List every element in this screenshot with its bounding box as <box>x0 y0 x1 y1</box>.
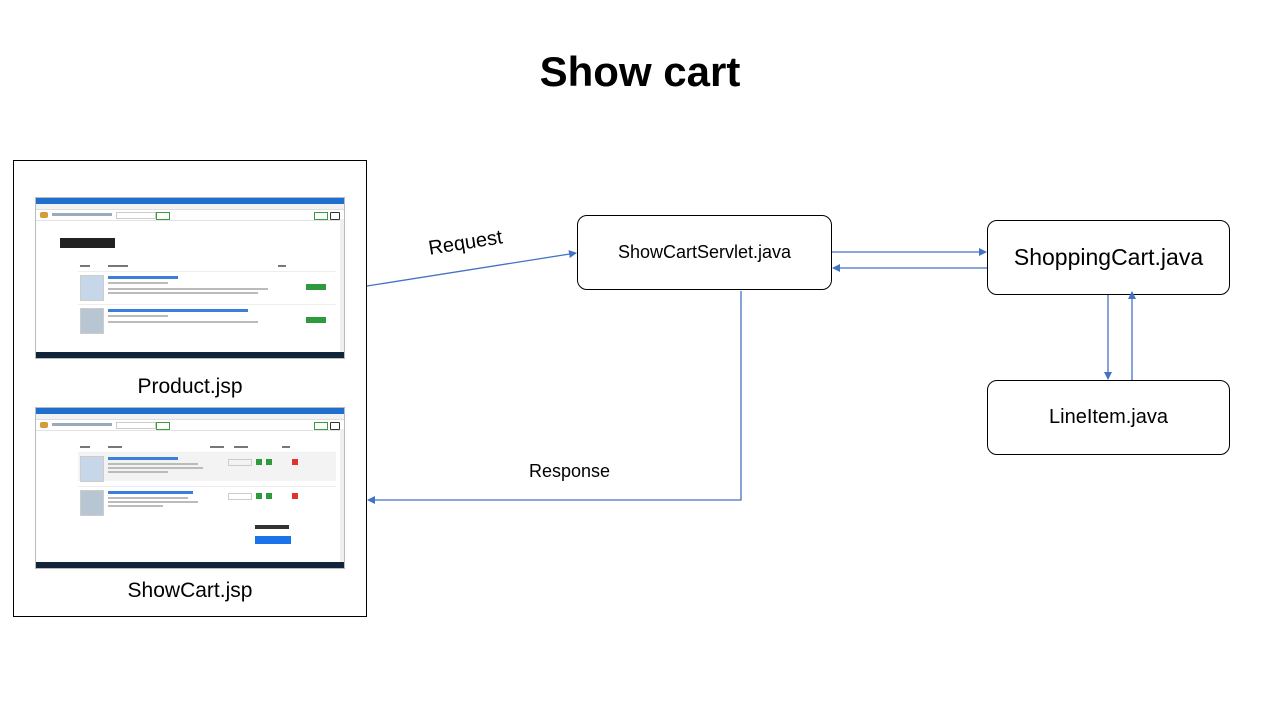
response-label: Response <box>529 461 611 481</box>
shopping-cart-label: ShoppingCart.java <box>1013 244 1204 270</box>
product-row <box>78 271 336 301</box>
servlet-label: ShowCartServlet.java <box>617 242 792 262</box>
line-item-node: LineItem.java <box>987 380 1230 455</box>
diagram-title: Show cart <box>539 48 741 95</box>
request-label: Request <box>427 226 505 260</box>
showcart-page-screenshot <box>35 407 345 569</box>
product-page-screenshot <box>35 197 345 359</box>
cart-row <box>78 486 336 516</box>
showcart-servlet-node: ShowCartServlet.java <box>577 215 832 290</box>
line-item-label: LineItem.java <box>1049 406 1168 428</box>
product-jsp-label: Product.jsp <box>137 375 243 398</box>
product-row <box>78 304 336 334</box>
cart-icon <box>330 422 340 430</box>
showcart-jsp-label: ShowCart.jsp <box>127 579 253 602</box>
cart-icon <box>330 212 340 220</box>
all-product-badge <box>60 238 115 248</box>
taskbar <box>36 352 344 358</box>
cart-row <box>78 452 336 482</box>
shopping-cart-node: ShoppingCart.java <box>987 220 1230 295</box>
taskbar <box>36 562 344 568</box>
request-arrow <box>366 250 577 287</box>
